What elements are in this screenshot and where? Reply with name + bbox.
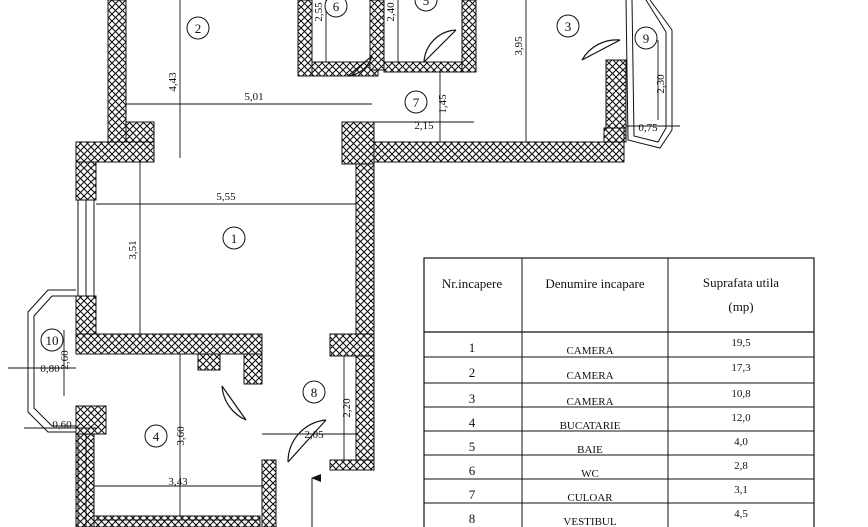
room-number-1: 1 [231,231,238,246]
dim-2-60: 2,60 [59,350,71,370]
dim-2-30: 2,30 [655,74,667,94]
table-cell-area: 17,3 [731,362,751,374]
room-area-table: Nr.incapere Denumire incapare Suprafata … [423,257,815,527]
table-header-nr: Nr.incapere [442,276,503,291]
room-number-9: 9 [643,31,650,46]
dim-2-20: 2,20 [341,398,353,418]
table-cell-nr: 6 [469,463,476,478]
table-cell-nr: 5 [469,439,476,454]
table-cell-area: 2,8 [734,460,748,472]
room-marker-9: 9 [634,26,658,50]
room-marker-1: 1 [222,226,246,250]
table-row: 6 WC 2,8 [469,460,749,480]
room-number-8: 8 [311,385,318,400]
table-header-name: Denumire incapare [545,276,644,291]
table-cell-nr: 1 [469,340,476,355]
table-cell-name: WC [581,468,599,480]
table-row: 2 CAMERA 17,3 [469,362,751,382]
dim-2-05: 2,05 [304,429,324,441]
room-number-2: 2 [195,21,202,36]
room-marker-2: 2 [186,16,210,40]
table-cell-nr: 2 [469,365,476,380]
table-row: 8 VESTIBUL 4,5 [469,508,749,527]
room-number-3: 3 [565,19,572,34]
dim-2-55: 2,55 [313,2,325,22]
dimension-lines [8,0,680,516]
plan-linework [27,0,673,527]
table-row: 3 CAMERA 10,8 [469,388,751,408]
dim-3-95: 3,95 [513,36,525,56]
table-cell-name: CAMERA [566,345,613,357]
table-cell-nr: 4 [469,415,476,430]
dim-3-43: 3,43 [168,476,188,488]
table-cell-nr: 8 [469,511,476,526]
dim-3-51: 3,51 [127,240,139,259]
dim-0-80: 0,80 [40,363,60,375]
room-marker-5: 5 [414,0,438,12]
doors [221,29,621,463]
dim-2-40: 2,40 [385,2,397,22]
table-cell-area: 4,0 [734,436,748,448]
table-cell-area: 4,5 [734,508,748,520]
table-cell-name: CAMERA [566,396,613,408]
dim-0-75: 0,75 [638,122,658,134]
room-number-10: 10 [46,333,59,348]
walls [75,0,627,527]
room-marker-3: 3 [556,14,580,38]
table-header-area-line1: Suprafata utila [703,275,779,290]
room-number-5: 5 [423,0,430,8]
dim-5-55: 5,55 [216,191,236,203]
dim-0-60: 0,60 [52,419,72,431]
room-marker-4: 4 [144,424,168,448]
dim-3-60: 3,60 [175,426,187,446]
room-number-4: 4 [153,429,160,444]
table-cell-area: 12,0 [731,412,751,424]
table-cell-name: VESTIBUL [563,516,616,527]
table-cell-nr: 3 [469,391,476,406]
table-cell-name: BUCATARIE [560,420,621,432]
dim-2-15: 2,15 [414,120,434,132]
room-markers: 1 2 3 4 5 6 7 8 9 10 [40,0,658,448]
table-cell-name: CAMERA [566,370,613,382]
dimension-labels: 4,43 5,01 5,55 3,51 3,95 2,15 1,45 2,55 … [40,2,667,488]
table-cell-area: 3,1 [734,484,748,496]
table-cell-name: CULOAR [567,492,613,504]
table-row: 5 BAIE 4,0 [469,436,749,456]
room-number-6: 6 [333,0,340,14]
room-marker-6: 6 [324,0,348,18]
table-header-area-line2: (mp) [728,299,753,314]
table-row: 4 BUCATARIE 12,0 [469,412,751,432]
room-marker-8: 8 [302,380,326,404]
dim-5-01: 5,01 [244,91,263,103]
dim-4-43: 4,43 [167,72,179,92]
dim-1-45: 1,45 [437,94,449,114]
table-row: 1 CAMERA 19,5 [469,337,751,357]
table-cell-area: 10,8 [731,388,751,400]
table-row: 7 CULOAR 3,1 [469,484,748,504]
table-cell-nr: 7 [469,487,476,502]
table-cell-name: BAIE [577,444,603,456]
room-marker-7: 7 [404,90,428,114]
table-cell-area: 19,5 [731,337,751,349]
room-marker-10: 10 [40,328,64,352]
room-number-7: 7 [413,95,420,110]
